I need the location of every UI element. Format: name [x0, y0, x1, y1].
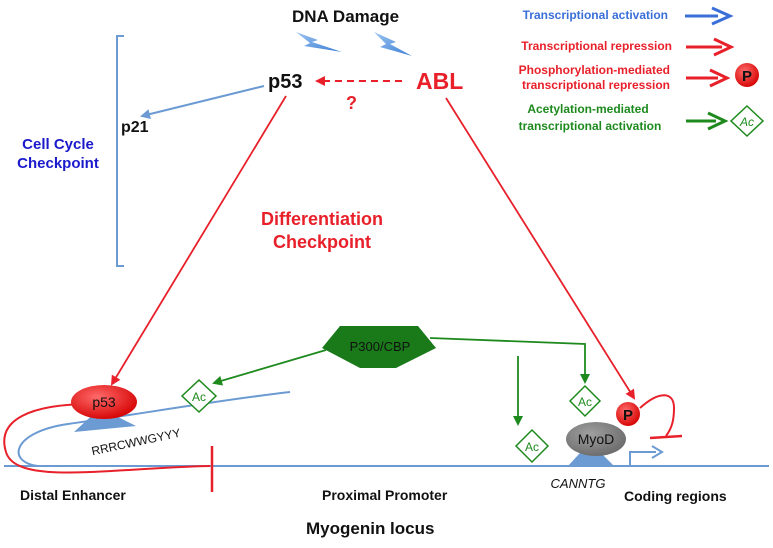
- abl-label: ABL: [416, 68, 463, 94]
- proximal-promoter-label: Proximal Promoter: [322, 487, 448, 503]
- legend-repression-text: Transcriptional repression: [521, 39, 672, 53]
- differentiation-label-line1: Differentiation: [261, 209, 383, 229]
- p53-oval: [71, 385, 137, 419]
- myod-oval-label: MyoD: [578, 431, 615, 447]
- lightning-bolt-right-icon: [374, 32, 412, 56]
- legend-activation-arrowhead: [711, 6, 734, 26]
- p300-to-enhancer-ac-arrow: [212, 349, 327, 386]
- cell-cycle-bracket: [116, 35, 124, 267]
- p300-cbp-label: P300/CBP: [350, 339, 411, 354]
- enhancer-motif: RRRCWWGYYY: [90, 426, 182, 459]
- p300-to-myod-ac-arrow: [429, 337, 590, 384]
- myod-ac-text: Ac: [578, 395, 592, 409]
- legend-phospho-text-line1: Phosphorylation-mediated: [519, 63, 670, 77]
- p53-to-enhancer-arrow: [110, 95, 287, 386]
- differentiation-label-line2: Checkpoint: [273, 232, 371, 252]
- myod-p-circle: [616, 402, 640, 426]
- p53-to-p21-arrow: [140, 85, 265, 119]
- dna-damage-title: DNA Damage: [292, 7, 399, 26]
- myod-phospho-repression-bar: [649, 434, 683, 440]
- myod-ac-diamond: [568, 384, 602, 418]
- p300-cbp-pentagon: [322, 326, 436, 368]
- legend-phospho-p-circle: [735, 63, 759, 87]
- legend-acetyl-ac-text: Ac: [739, 115, 754, 129]
- legend-acetyl-text-line1: Acetylation-mediated: [527, 102, 648, 116]
- promoter-ac-diamond: [514, 428, 550, 464]
- cell-cycle-label-line2: Checkpoint: [17, 155, 99, 172]
- coding-regions-label: Coding regions: [624, 488, 727, 504]
- dna-loop: [17, 391, 291, 467]
- question-mark: ?: [346, 93, 357, 113]
- legend-phospho-text-line2: transcriptional repression: [522, 78, 670, 92]
- legend-phospho-p-text: P: [742, 68, 752, 85]
- p53-label: p53: [268, 71, 302, 93]
- enhancer-ac-diamond: [180, 378, 218, 414]
- legend-acetyl-text-line2: transcriptional activation: [519, 119, 662, 133]
- enhancer-ac-text: Ac: [192, 390, 206, 404]
- lightning-bolt-left-icon: [296, 32, 342, 52]
- distal-enhancer-label: Distal Enhancer: [20, 487, 126, 503]
- myod-p-text: P: [623, 407, 633, 424]
- legend-repression-arrowhead: [713, 37, 735, 57]
- myogenin-locus-title: Myogenin locus: [306, 519, 434, 538]
- p53-repression-loop: [3, 403, 211, 474]
- legend-acetyl-arrowhead: [707, 111, 729, 131]
- abl-to-myod-arrow: [445, 97, 636, 400]
- p53-oval-label: p53: [92, 394, 116, 410]
- enhancer-binding-triangle: [74, 408, 136, 432]
- myod-phospho-repression: [639, 394, 676, 437]
- transcription-start-arrow: [629, 451, 656, 466]
- legend-acetyl-diamond: [729, 104, 765, 138]
- cell-cycle-label-line1: Cell Cycle: [22, 136, 94, 153]
- p21-label: p21: [121, 119, 149, 136]
- legend-phospho-arrowhead: [709, 68, 731, 88]
- promoter-ac-text: Ac: [525, 440, 539, 454]
- legend-activation-text: Transcriptional activation: [523, 8, 668, 22]
- myod-oval: [566, 422, 626, 456]
- cantng-label: CANNTG: [551, 476, 606, 491]
- transcription-start-arrowhead: [651, 445, 664, 459]
